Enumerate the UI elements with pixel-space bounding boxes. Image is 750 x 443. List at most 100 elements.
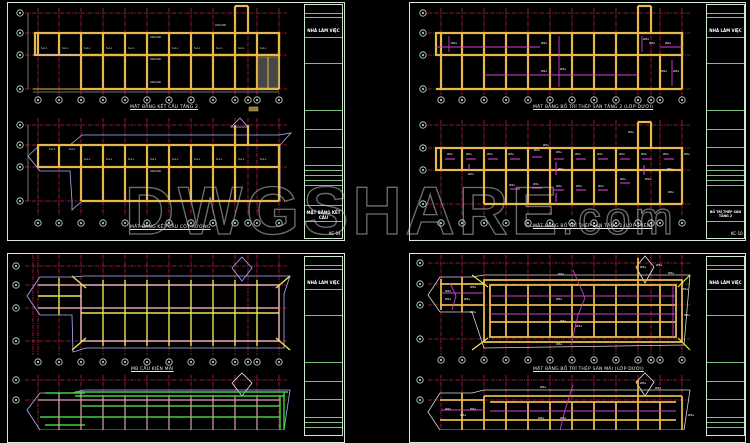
title-block-sheet-no: KC-10 — [731, 231, 743, 236]
watermark-suffix: .com — [561, 191, 677, 244]
caption-top-left-plan-2: MẶT BẰNG KẾT CẤU CỘT-HƯỚNG — [130, 225, 211, 230]
svg-text:Ø8a: Ø8a — [665, 40, 671, 45]
svg-text:200x400: 200x400 — [150, 169, 161, 173]
svg-text:Ø8a: Ø8a — [682, 286, 688, 291]
svg-text:Ø8a: Ø8a — [628, 129, 634, 134]
title-block-top-right: NHÀ LÀM VIỆC BỐ TRÍ THÉP SÀN TẦNG 2 KC-1… — [706, 4, 745, 239]
svg-text:Ø8a: Ø8a — [541, 68, 547, 73]
svg-text:Ø8a: Ø8a — [538, 415, 544, 420]
svg-text:Ø8a: Ø8a — [533, 181, 539, 186]
svg-text:Ø8a: Ø8a — [576, 323, 582, 328]
svg-text:Ø8a: Ø8a — [619, 151, 625, 156]
svg-text:Ø8a: Ø8a — [661, 68, 667, 73]
svg-text:Ø8a: Ø8a — [540, 384, 546, 389]
plan-structural-column: S.A.L S.A.L S.A.L S.A.L S.A.L S.A.L S.A.L S.A… — [16, 117, 293, 227]
svg-text:Ø8a: Ø8a — [663, 151, 669, 156]
svg-text:S.A.L: S.A.L — [106, 157, 113, 161]
svg-text:200x400: 200x400 — [150, 35, 161, 39]
svg-text:Ø8a: Ø8a — [445, 296, 451, 301]
svg-text:S.A.L: S.A.L — [260, 157, 267, 161]
svg-text:Ø8a: Ø8a — [576, 183, 582, 188]
svg-text:S.A.L: S.A.L — [84, 157, 91, 161]
svg-text:Ø8a: Ø8a — [468, 171, 474, 176]
svg-text:Ø8a: Ø8a — [541, 40, 547, 45]
svg-text:S.A.L: S.A.L — [194, 46, 201, 50]
svg-text:Ø8a: Ø8a — [543, 142, 549, 147]
svg-text:200x400: 200x400 — [150, 57, 161, 61]
sheet-top-left — [7, 2, 345, 241]
watermark: DWGSHARE.com — [124, 172, 677, 250]
title-block-project: NHÀ LÀM VIỆC — [307, 28, 340, 33]
svg-text:Ø8a: Ø8a — [447, 151, 453, 156]
svg-text:Ø8a: Ø8a — [598, 183, 604, 188]
svg-text:Ø8a: Ø8a — [688, 412, 694, 417]
svg-text:Ø8a: Ø8a — [556, 149, 562, 154]
svg-text:S.A.L: S.A.L — [128, 157, 135, 161]
svg-text:S.A.L: S.A.L — [69, 147, 76, 151]
svg-text:S.A.L: S.A.L — [172, 157, 179, 161]
svg-text:Ø8a: Ø8a — [643, 36, 649, 41]
watermark-main: DWGSHARE — [124, 172, 562, 249]
svg-text:Ø8a: Ø8a — [470, 309, 476, 314]
svg-text:Ø8a: Ø8a — [451, 40, 457, 45]
svg-text:S.A.L: S.A.L — [49, 147, 56, 151]
svg-text:Ø8a: Ø8a — [560, 415, 566, 420]
svg-text:S.A.L: S.A.L — [106, 46, 113, 50]
svg-text:220x300: 220x300 — [215, 23, 226, 27]
svg-text:S.A.L: S.A.L — [62, 46, 69, 50]
svg-text:Ø8a: Ø8a — [460, 412, 466, 417]
title-block-bottom-left: NHÀ LÀM VIỆC — [304, 256, 343, 436]
title-block-top-left: NHÀ LÀM VIỆC MẶT BẰNG KẾT CẤU KC-04 — [304, 4, 343, 239]
svg-text:Ø8a: Ø8a — [445, 406, 451, 411]
svg-text:Ø8a: Ø8a — [558, 166, 564, 171]
svg-text:S.A.L: S.A.L — [41, 46, 48, 50]
svg-text:Ø8a: Ø8a — [620, 176, 626, 181]
svg-text:Ø8a: Ø8a — [667, 166, 673, 171]
svg-text:Ø8a: Ø8a — [645, 176, 651, 181]
svg-text:Ø8a: Ø8a — [640, 380, 646, 385]
svg-text:S.A.L: S.A.L — [84, 46, 91, 50]
cad-drawings: S.A.L S.A.L S.A.L S.A.L S.A.L 200x400 200x40… — [12, 4, 694, 430]
svg-text:Ø8a: Ø8a — [684, 312, 690, 317]
caption-top-left-plan-1: MẶT BẰNG KẾT CẤU TẦNG 2 — [130, 105, 199, 110]
svg-text:S.A.L: S.A.L — [194, 157, 201, 161]
svg-text:S.A.L: S.A.L — [260, 46, 267, 50]
title-block-sheet-no: KC-04 — [329, 231, 341, 236]
svg-text:Ø8a: Ø8a — [470, 284, 476, 289]
svg-text:Ø8a: Ø8a — [556, 341, 562, 346]
svg-text:Ø8a: Ø8a — [641, 151, 647, 156]
svg-text:Ø8a: Ø8a — [487, 151, 493, 156]
svg-text:S.A.L: S.A.L — [172, 46, 179, 50]
svg-text:S.A.L: S.A.L — [128, 46, 135, 50]
svg-text:S.A.L: S.A.L — [238, 46, 245, 50]
svg-text:S.A.L: S.A.L — [238, 157, 245, 161]
svg-text:Ø8a: Ø8a — [445, 288, 451, 293]
svg-text:S.A.L: S.A.L — [150, 157, 157, 161]
svg-text:Ø8a: Ø8a — [560, 318, 566, 323]
svg-text:Ø8a: Ø8a — [673, 68, 679, 73]
svg-text:S.A.L: S.A.L — [216, 46, 223, 50]
plan-structural-floor2: S.A.L S.A.L S.A.L S.A.L S.A.L 200x400 200x40… — [16, 4, 287, 112]
caption-bottom-left-plan-1: MB CẤU KIỆN MÁI — [131, 367, 174, 372]
caption-top-right-plan-2: MẶT BẰNG BỐ TRÍ THÉP SÀN TẦNG 2 (LỚP TRÊ… — [533, 224, 653, 229]
title-block-project: NHÀ LÀM VIỆC — [307, 280, 340, 285]
caption-bottom-right-plan-1: MẶT BẰNG BỐ TRÍ THÉP SÀN MÁI (LỚP DƯỚI) — [533, 367, 644, 372]
svg-text:Ø8a: Ø8a — [560, 66, 566, 71]
title-block-project: NHÀ LÀM VIỆC — [709, 28, 742, 33]
svg-text:Ø8a: Ø8a — [466, 151, 472, 156]
svg-text:Ø8a: Ø8a — [668, 270, 674, 275]
svg-text:S.A.L: S.A.L — [216, 157, 223, 161]
svg-text:Ø8a: Ø8a — [656, 262, 662, 267]
svg-text:Ø8a: Ø8a — [508, 151, 514, 156]
svg-text:Ø8a: Ø8a — [509, 182, 515, 187]
caption-top-right-plan-1: MẶT BẰNG BỐ TRÍ THÉP SÀN TẦNG 2 (LỚP DƯỚ… — [533, 105, 654, 110]
svg-text:Ø8a: Ø8a — [640, 264, 646, 269]
title-block-drawing-title: MẶT BẰNG KẾT CẤU — [306, 210, 341, 220]
svg-text:Ø8a: Ø8a — [668, 189, 674, 194]
svg-text:Ø8a: Ø8a — [556, 296, 562, 301]
svg-text:Ø8a: Ø8a — [597, 151, 603, 156]
